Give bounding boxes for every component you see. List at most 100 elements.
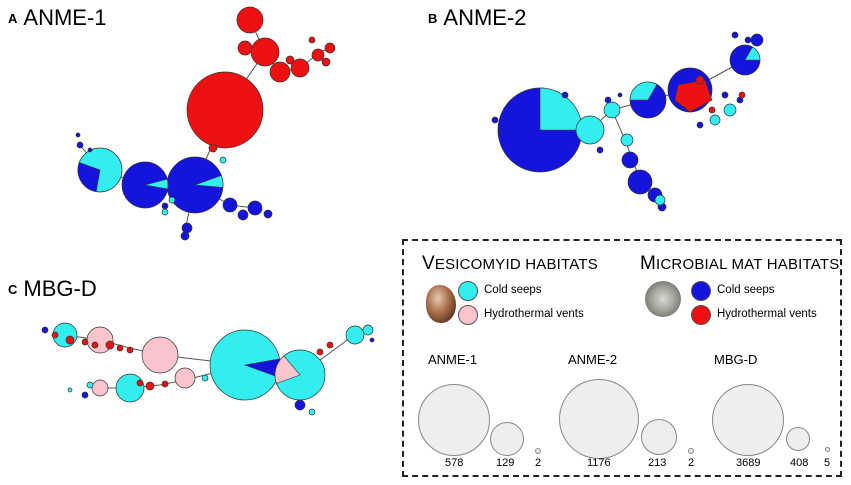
network-node bbox=[81, 338, 89, 346]
network-node bbox=[308, 36, 316, 44]
size-value: 578 bbox=[445, 457, 464, 469]
network-node bbox=[696, 121, 704, 129]
network-node bbox=[617, 92, 623, 98]
vesicomyid-cold-seeps-swatch bbox=[458, 281, 478, 301]
mat-cold-seeps-label: Cold seeps bbox=[717, 284, 775, 296]
network-node bbox=[738, 91, 746, 99]
network-node bbox=[326, 341, 334, 349]
network-node bbox=[345, 325, 365, 345]
network-node bbox=[186, 71, 264, 149]
network-node bbox=[180, 231, 190, 241]
size-circle-small bbox=[688, 448, 694, 454]
network-node bbox=[181, 222, 193, 234]
network-node bbox=[87, 147, 93, 153]
network-node-wedge bbox=[629, 81, 658, 101]
network-node bbox=[575, 115, 605, 145]
network-node bbox=[561, 91, 569, 99]
network-node bbox=[145, 381, 155, 391]
network-node bbox=[290, 58, 310, 78]
network-node bbox=[491, 116, 499, 124]
network-node bbox=[161, 380, 169, 388]
network-node bbox=[91, 341, 99, 349]
size-circle-small bbox=[825, 447, 830, 452]
network-node bbox=[497, 129, 503, 135]
size-value: 129 bbox=[496, 457, 515, 469]
network-anme-2 bbox=[491, 31, 764, 212]
size-scale-anme-2-label: ANME-2 bbox=[568, 352, 618, 367]
size-scale-mbg-d-label: MBG-D bbox=[714, 352, 758, 367]
network-node bbox=[723, 103, 737, 117]
network-node bbox=[161, 202, 169, 210]
network-node bbox=[174, 367, 196, 389]
network-node bbox=[596, 146, 604, 154]
microbial-mat-heading-initial: M bbox=[640, 253, 657, 274]
size-circle-large bbox=[418, 384, 490, 456]
size-value: 2 bbox=[535, 457, 542, 469]
network-node-wedge bbox=[744, 46, 761, 61]
network-mbg-d bbox=[41, 322, 375, 416]
network-node bbox=[709, 114, 721, 126]
network-node-wedge bbox=[539, 87, 583, 131]
network-node bbox=[324, 42, 336, 54]
clam-shell-icon bbox=[426, 285, 456, 323]
network-node bbox=[744, 36, 752, 44]
network-node bbox=[695, 75, 705, 85]
network-node-wedge bbox=[194, 175, 224, 188]
network-node bbox=[76, 141, 84, 149]
size-circle-small bbox=[535, 448, 541, 454]
network-node-wedge bbox=[274, 355, 301, 384]
network-node bbox=[294, 399, 306, 411]
network-node bbox=[721, 91, 729, 99]
network-node bbox=[126, 346, 134, 354]
microbial-mat-icon bbox=[645, 281, 681, 317]
vesicomyid-hydrothermal-vents-label: Hydrothermal vents bbox=[484, 308, 584, 320]
network-node bbox=[116, 344, 124, 352]
size-circle-large bbox=[559, 379, 639, 459]
panel-b-letter: B bbox=[428, 11, 438, 26]
network-node bbox=[620, 133, 634, 147]
network-node bbox=[67, 387, 73, 393]
microbial-mat-heading: MICROBIAL MAT HABITATS bbox=[640, 253, 839, 275]
network-node bbox=[308, 408, 316, 416]
size-scale-anme-1-label: ANME-1 bbox=[428, 352, 478, 367]
size-value: 5 bbox=[824, 457, 831, 469]
network-node bbox=[603, 101, 621, 119]
size-circle-large bbox=[712, 384, 784, 456]
network-node bbox=[208, 143, 218, 153]
network-node bbox=[219, 156, 227, 164]
network-node bbox=[41, 326, 49, 334]
network-node bbox=[236, 6, 264, 34]
network-node bbox=[621, 151, 639, 169]
panel-c-letter: C bbox=[8, 282, 18, 297]
network-node bbox=[141, 336, 179, 374]
panel-c-name: MBG-D bbox=[23, 276, 97, 301]
network-node bbox=[86, 381, 94, 389]
mat-hydrothermal-vents-label: Hydrothermal vents bbox=[717, 308, 817, 320]
network-node bbox=[263, 209, 273, 219]
network-node bbox=[105, 340, 115, 350]
panel-c-title: C MBG-D bbox=[8, 276, 97, 302]
size-value: 3689 bbox=[736, 457, 761, 469]
vesicomyid-heading: VESICOMYID HABITATS bbox=[422, 253, 598, 275]
network-node bbox=[604, 96, 612, 104]
network-node bbox=[627, 169, 653, 195]
network-anme-1 bbox=[75, 6, 336, 241]
vesicomyid-heading-rest: ESICOMYID HABITATS bbox=[434, 256, 598, 273]
legend-box: VESICOMYID HABITATS MICROBIAL MAT HABITA… bbox=[402, 239, 842, 477]
network-node bbox=[115, 373, 145, 403]
microbial-mat-heading-rest: ICROBIAL MAT HABITATS bbox=[656, 256, 840, 273]
size-value: 2 bbox=[688, 457, 695, 469]
network-node bbox=[269, 61, 291, 83]
size-value: 408 bbox=[790, 457, 809, 469]
mat-cold-seeps-swatch bbox=[691, 281, 711, 301]
network-node bbox=[316, 348, 324, 356]
network-node bbox=[731, 31, 739, 39]
vesicomyid-heading-initial: V bbox=[422, 253, 435, 274]
network-node bbox=[247, 200, 263, 216]
mat-hydrothermal-vents-swatch bbox=[691, 305, 711, 325]
network-node bbox=[250, 37, 280, 67]
size-circle-medium bbox=[490, 422, 524, 456]
network-node bbox=[91, 379, 109, 397]
